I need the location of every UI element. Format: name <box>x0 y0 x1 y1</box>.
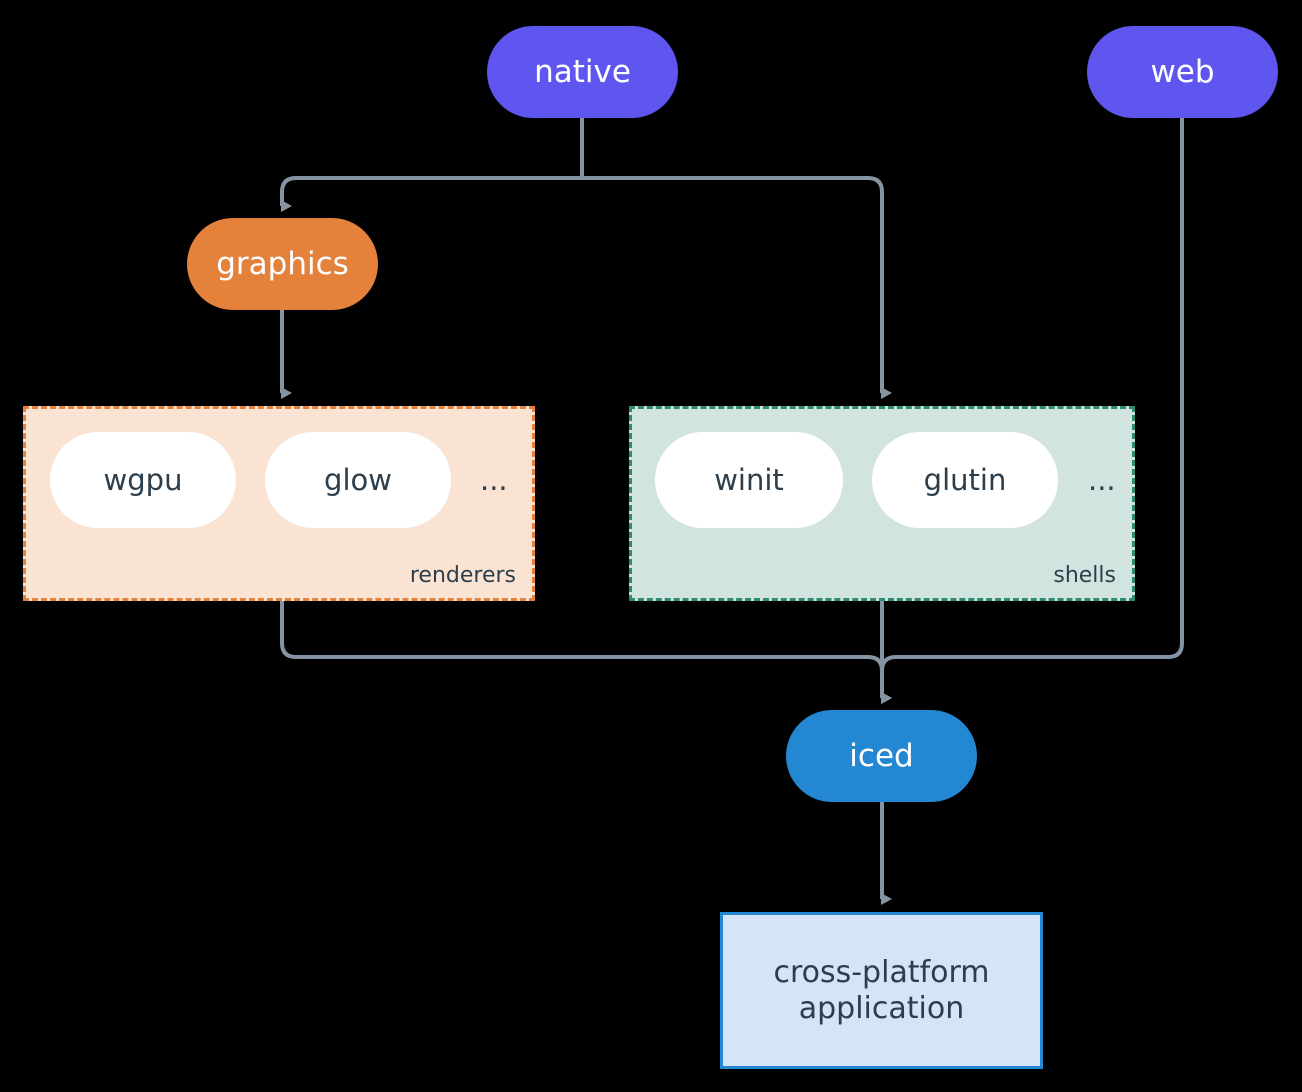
node-native-label: native <box>534 53 631 90</box>
node-web[interactable]: web <box>1087 26 1278 118</box>
edge-native-graphics <box>280 176 582 212</box>
leaf-winit[interactable]: winit <box>655 432 843 528</box>
node-iced[interactable]: iced <box>786 710 977 802</box>
cluster-shells-label: shells <box>1053 563 1116 588</box>
node-application-label: cross-platform application <box>773 955 990 1026</box>
shells-overflow-ellipsis: ... <box>1088 463 1116 497</box>
node-graphics[interactable]: graphics <box>187 218 378 310</box>
edge-renderers-iced <box>280 601 892 704</box>
cluster-renderers-label: renderers <box>409 563 516 588</box>
node-cross-platform-application[interactable]: cross-platform application <box>720 912 1043 1069</box>
node-graphics-label: graphics <box>216 245 349 282</box>
edge-web-iced <box>880 118 1184 704</box>
node-web-label: web <box>1150 53 1215 90</box>
node-iced-label: iced <box>849 737 914 774</box>
leaf-wgpu[interactable]: wgpu <box>50 432 236 528</box>
node-native[interactable]: native <box>487 26 678 118</box>
leaf-glutin[interactable]: glutin <box>872 432 1058 528</box>
renderers-overflow-ellipsis: ... <box>480 463 508 497</box>
leaf-glow[interactable]: glow <box>265 432 451 528</box>
edge-native-shells <box>582 176 892 399</box>
